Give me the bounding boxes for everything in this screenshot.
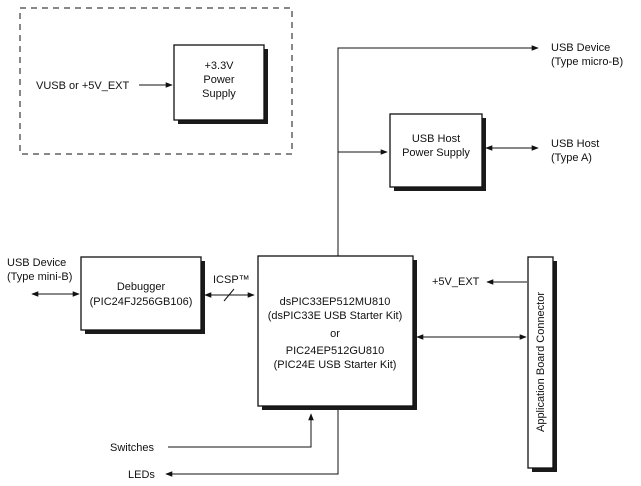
mcu-block: dsPIC33EP512MU810 (dsPIC33E USB Starter … bbox=[257, 255, 417, 410]
power-supply-line-3: Supply bbox=[202, 88, 236, 100]
mcu-line-2: (dsPIC33E USB Starter Kit) bbox=[268, 310, 403, 322]
debugger-block: Debugger (PIC24FJ256GB106) bbox=[80, 256, 205, 334]
mcu-line-4: PIC24EP512GU810 bbox=[286, 345, 384, 357]
usb-host-power-line-2: Power Supply bbox=[402, 147, 470, 159]
icsp-label: ICSP™ bbox=[213, 274, 250, 286]
power-supply-line-2: Power bbox=[203, 74, 235, 86]
usb-device-mini-label-1: USB Device bbox=[7, 257, 66, 269]
mcu-to-usb-device-line bbox=[337, 45, 539, 256]
usb-device-mini-label-2: (Type mini-B) bbox=[7, 271, 72, 283]
connector-label: Application Board Connector bbox=[535, 292, 547, 432]
power-supply-line-1: +3.3V bbox=[204, 60, 234, 72]
switches-label: Switches bbox=[110, 442, 155, 454]
icsp-bus-slash bbox=[223, 288, 235, 302]
usb-device-micro-label-2: (Type micro-B) bbox=[551, 56, 623, 68]
debugger-line-1: Debugger bbox=[117, 281, 166, 293]
application-board-connector: Application Board Connector bbox=[527, 256, 557, 472]
mcu-line-1: dsPIC33EP512MU810 bbox=[280, 296, 391, 308]
power-region-dashed-border bbox=[19, 7, 293, 155]
usb-device-micro-label-1: USB Device bbox=[551, 42, 610, 54]
usb-host-power-line-1: USB Host bbox=[412, 133, 460, 145]
switches-to-mcu-arrow bbox=[168, 413, 314, 448]
ext-5v-label: +5V_EXT bbox=[432, 276, 480, 288]
usb-host-label-2: (Type A) bbox=[551, 152, 592, 164]
mcu-line-3: or bbox=[330, 328, 340, 340]
usb-host-label-1: USB Host bbox=[551, 138, 599, 150]
leds-label: LEDs bbox=[128, 469, 155, 481]
vusb-input-label: VUSB or +5V_EXT bbox=[36, 80, 130, 92]
usb-host-power-block: USB Host Power Supply bbox=[389, 113, 486, 191]
power-supply-block: +3.3V Power Supply bbox=[173, 44, 268, 124]
mcu-to-leds-arrow bbox=[165, 410, 339, 477]
debugger-line-2: (PIC24FJ256GB106) bbox=[90, 296, 193, 308]
mcu-line-5: (PIC24E USB Starter Kit) bbox=[274, 359, 397, 371]
